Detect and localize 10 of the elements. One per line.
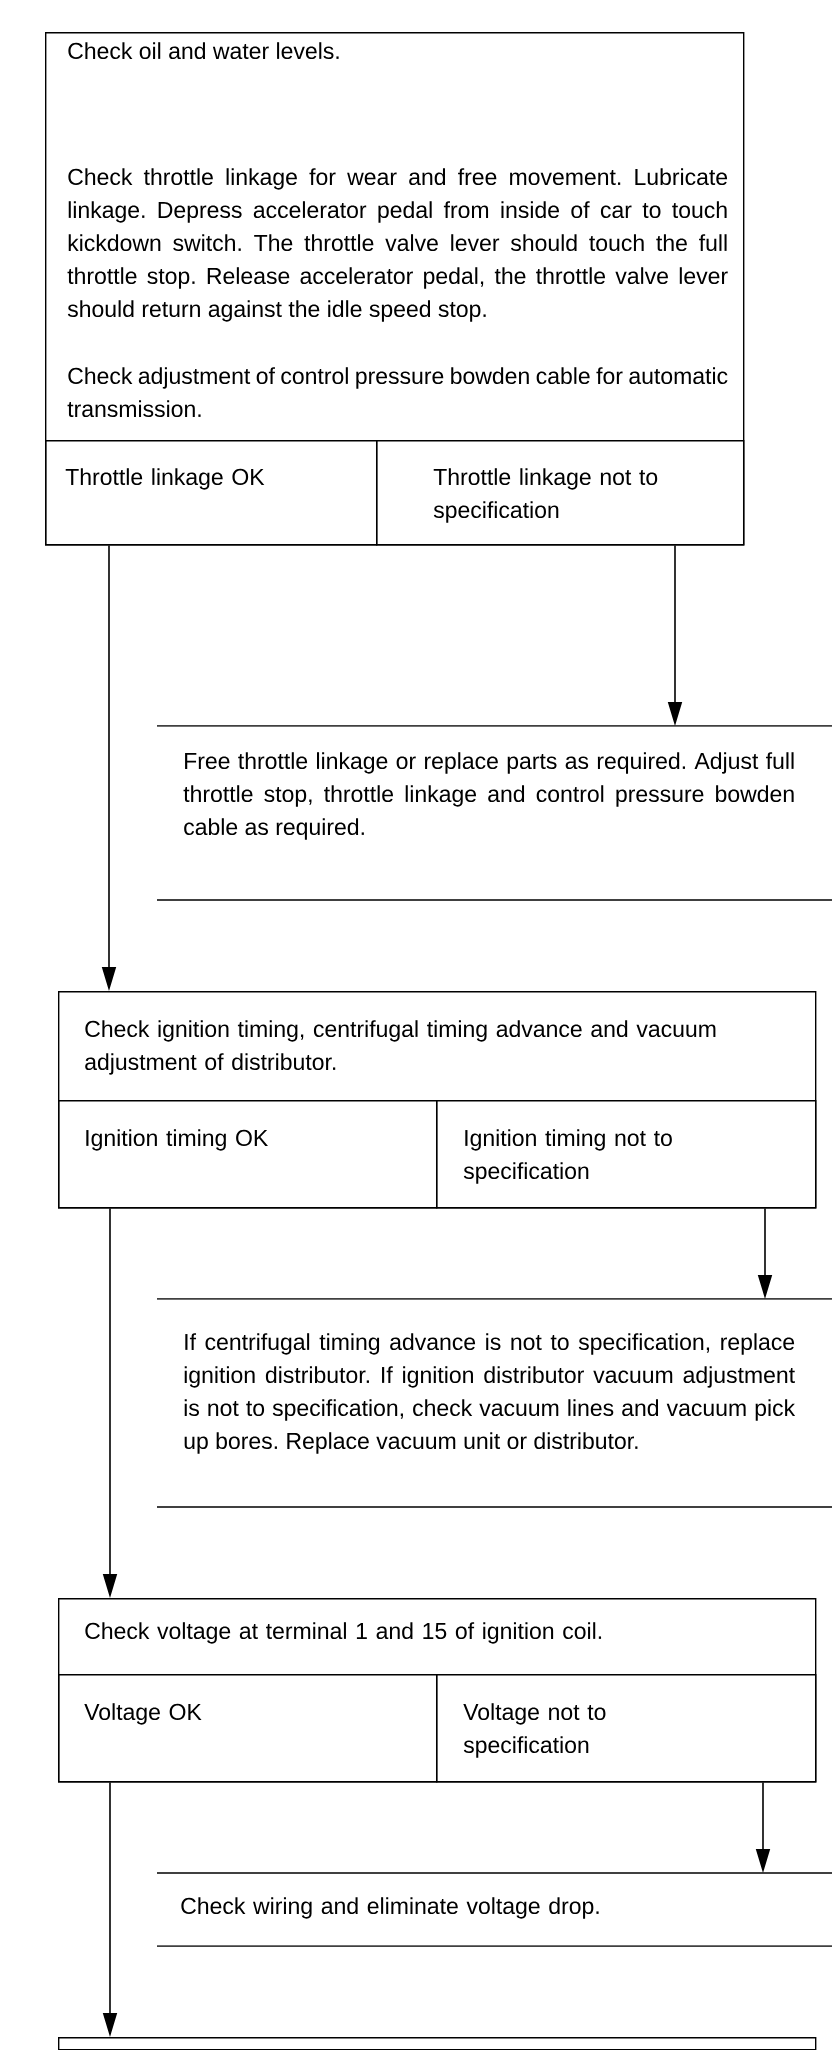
instruction-band: Check wiring and eliminate voltage drop. <box>156 1872 832 1947</box>
instruction-band: Free throttle linkage or replace parts as required. Adjust full throttle stop, throttle linkage and control pressure bowden cable as required. <box>156 725 832 901</box>
result-cell: Ignition timing OK <box>58 1100 438 1209</box>
result-cell: Voltage OK <box>58 1674 438 1783</box>
result-cell: Throttle linkage not to specification <box>376 440 745 546</box>
result-cell: Ignition timing not to specification <box>436 1100 817 1209</box>
empty-box <box>58 2037 817 2050</box>
result-cell: Throttle linkage OK <box>45 440 378 546</box>
instruction-band: If centrifugal timing advance is not to specification, replace ignition distributor. If ignition distributor vacuum adjustment is not to specification, check vacuum lines and vacuum pick up bores. Replace vacuum unit or distributor. <box>156 1298 832 1508</box>
result-cell: Voltage not to specification <box>436 1674 817 1783</box>
